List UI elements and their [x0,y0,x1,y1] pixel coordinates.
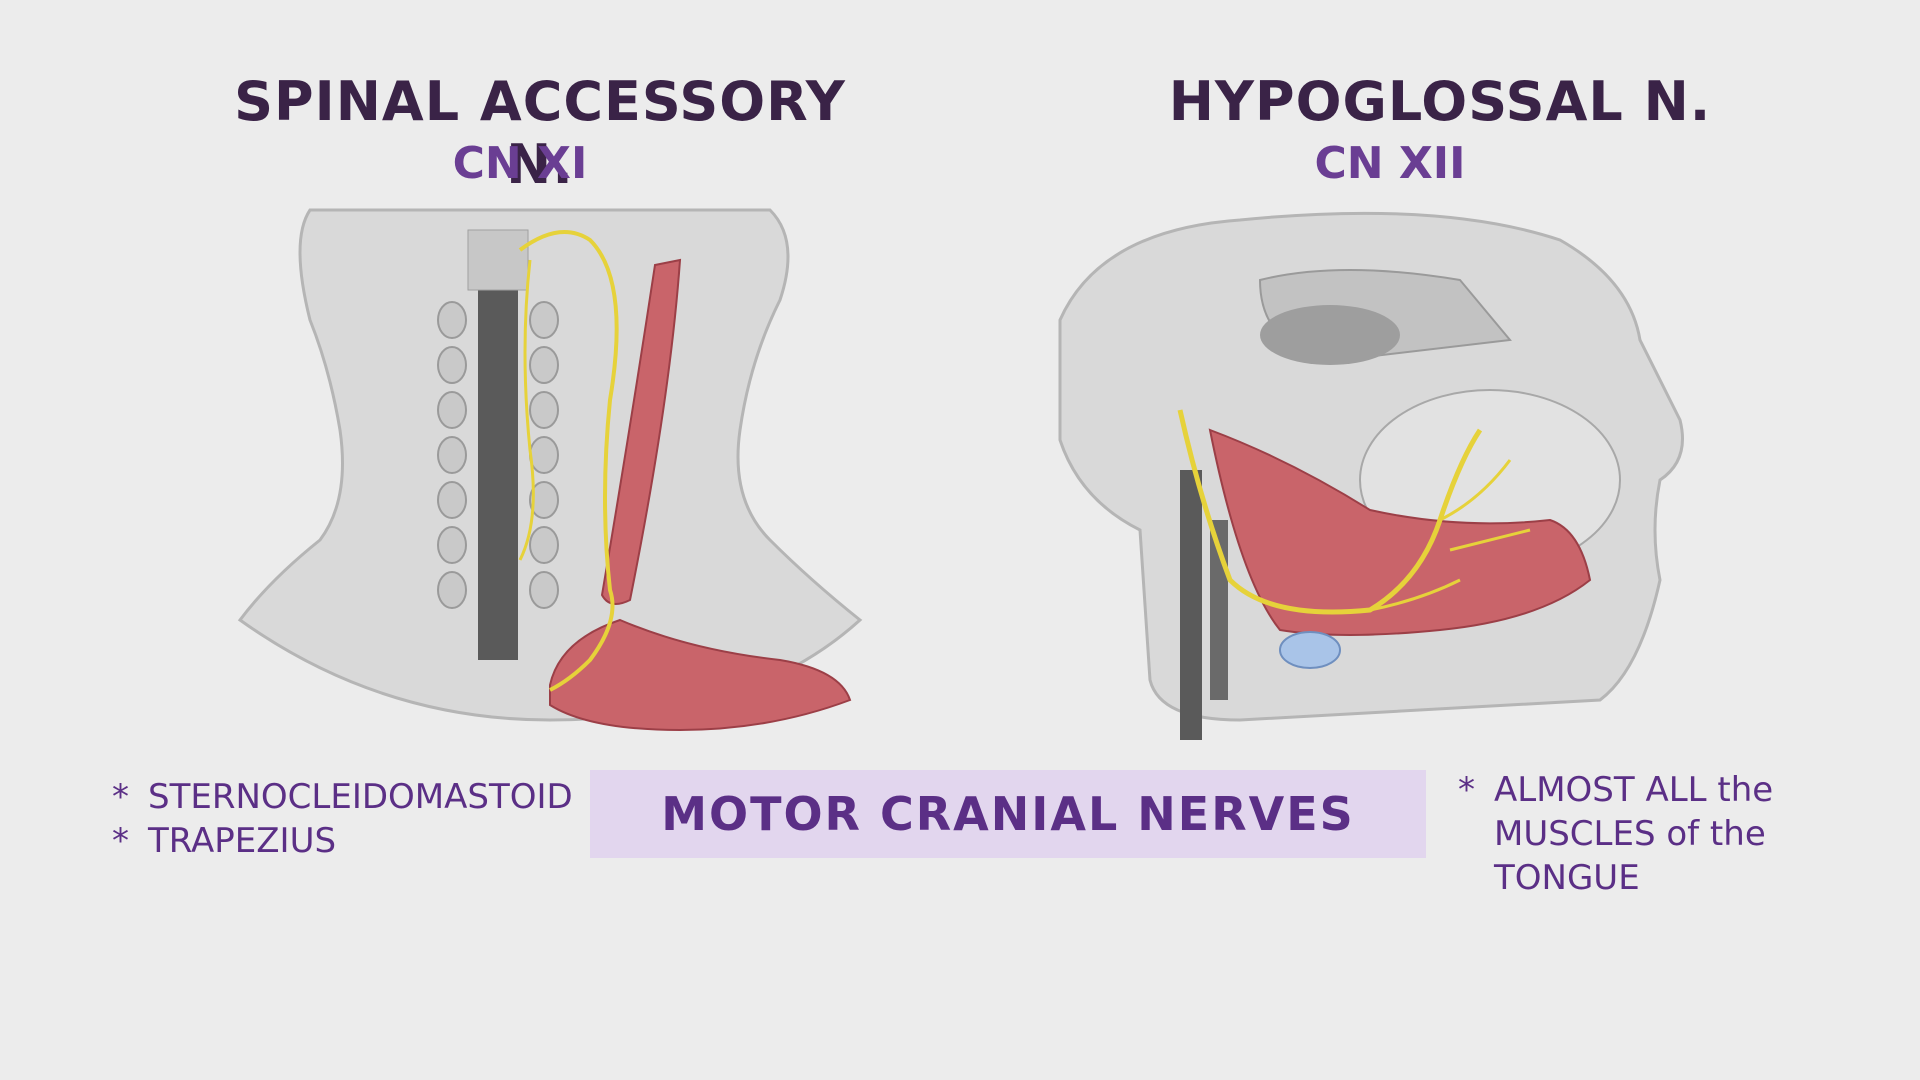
asterisk-bullet: * [112,821,129,861]
list-item: * STERNOCLEIDOMASTOID [112,775,573,819]
asterisk-bullet: * [1458,770,1475,810]
hypoglossal-nerve [1177,409,1483,615]
left-muscle-list: * STERNOCLEIDOMASTOID * TRAPEZIUS [112,775,573,863]
neck-illustration [237,208,863,732]
list-item: * ALMOST ALL the MUSCLES of the TONGUE [1458,768,1773,900]
list-item: * TRAPEZIUS [112,819,573,863]
vertebrae [437,301,559,609]
head-sagittal-illustration [1058,211,1684,740]
accessory-nerve [518,230,619,692]
tongue-muscles [1208,428,1592,636]
right-muscle-list: * ALMOST ALL the MUSCLES of the TONGUE [1458,768,1773,900]
trapezius-muscle [549,618,852,732]
asterisk-bullet: * [112,777,129,817]
note-text: STERNOCLEIDOMASTOID [148,777,573,817]
note-text: TRAPEZIUS [148,821,337,861]
carotid-vessel [1180,470,1202,740]
spinal-canal [478,270,518,660]
cn-xi-subtitle: CN XI [452,138,588,189]
motor-cranial-nerves-banner: MOTOR CRANIAL NERVES [590,770,1426,858]
spinal-accessory-title: SPINAL ACCESSORY N. [234,70,846,196]
hypoglossal-title: HYPOGLOSSAL N. [1168,70,1712,133]
sternocleidomastoid-muscle [600,258,682,605]
note-text: ALMOST ALL the MUSCLES of the TONGUE [1494,770,1774,898]
cn-xii-subtitle: CN XII [1314,138,1466,189]
